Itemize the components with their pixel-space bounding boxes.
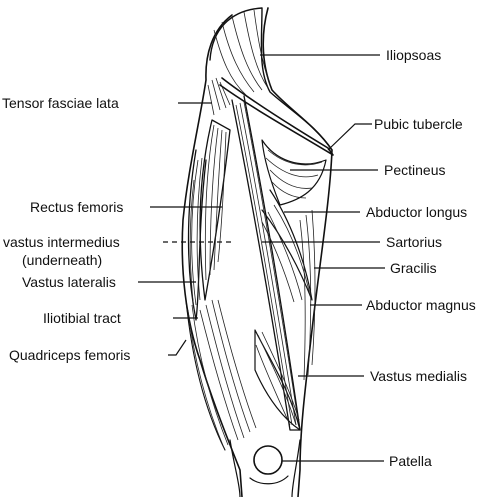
label-abductor-longus: Abductor longus (366, 204, 467, 220)
thigh-outline (181, 14, 243, 497)
leader-lines (138, 54, 385, 462)
label-vastus-intermedius-note: (underneath) (22, 252, 102, 268)
sartorius-muscle (231, 95, 301, 431)
muscle-fibers (187, 9, 323, 449)
label-vastus-lateralis: Vastus lateralis (22, 274, 116, 290)
labels: Iliopsoas Tensor fasciae lata Pubic tube… (2, 47, 476, 469)
label-pectineus: Pectineus (384, 162, 445, 178)
leader-quadriceps-femoris (168, 339, 187, 356)
vastus-medialis-muscle (254, 329, 301, 431)
label-patella: Patella (389, 453, 432, 469)
label-quadriceps-femoris: Quadriceps femoris (9, 347, 130, 363)
thigh-illustration (181, 7, 334, 497)
vastus-lateralis-muscle (187, 149, 207, 321)
label-sartorius: Sartorius (386, 234, 442, 250)
label-pubic-tubercle: Pubic tubercle (374, 116, 463, 132)
label-tensor-fasciae-lata: Tensor fasciae lata (2, 95, 119, 111)
pectineus-muscle (261, 139, 327, 206)
label-iliopsoas: Iliopsoas (386, 47, 441, 63)
label-vastus-medialis: Vastus medialis (370, 368, 467, 384)
patella-bone (253, 445, 283, 475)
label-abductor-magnus: Abductor magnus (366, 297, 476, 313)
label-gracilis: Gracilis (390, 260, 437, 276)
label-iliotibial-tract: Iliotibial tract (43, 310, 121, 326)
knee-outline (229, 439, 301, 497)
leader-pubic-tubercle (327, 123, 372, 151)
iliotibial-tract (185, 299, 226, 451)
label-vastus-intermedius: vastus intermedius (3, 234, 120, 250)
pubic-tubercle-shape (219, 77, 334, 156)
abductor-longus-muscle (261, 189, 313, 301)
label-rectus-femoris: Rectus femoris (30, 199, 123, 215)
